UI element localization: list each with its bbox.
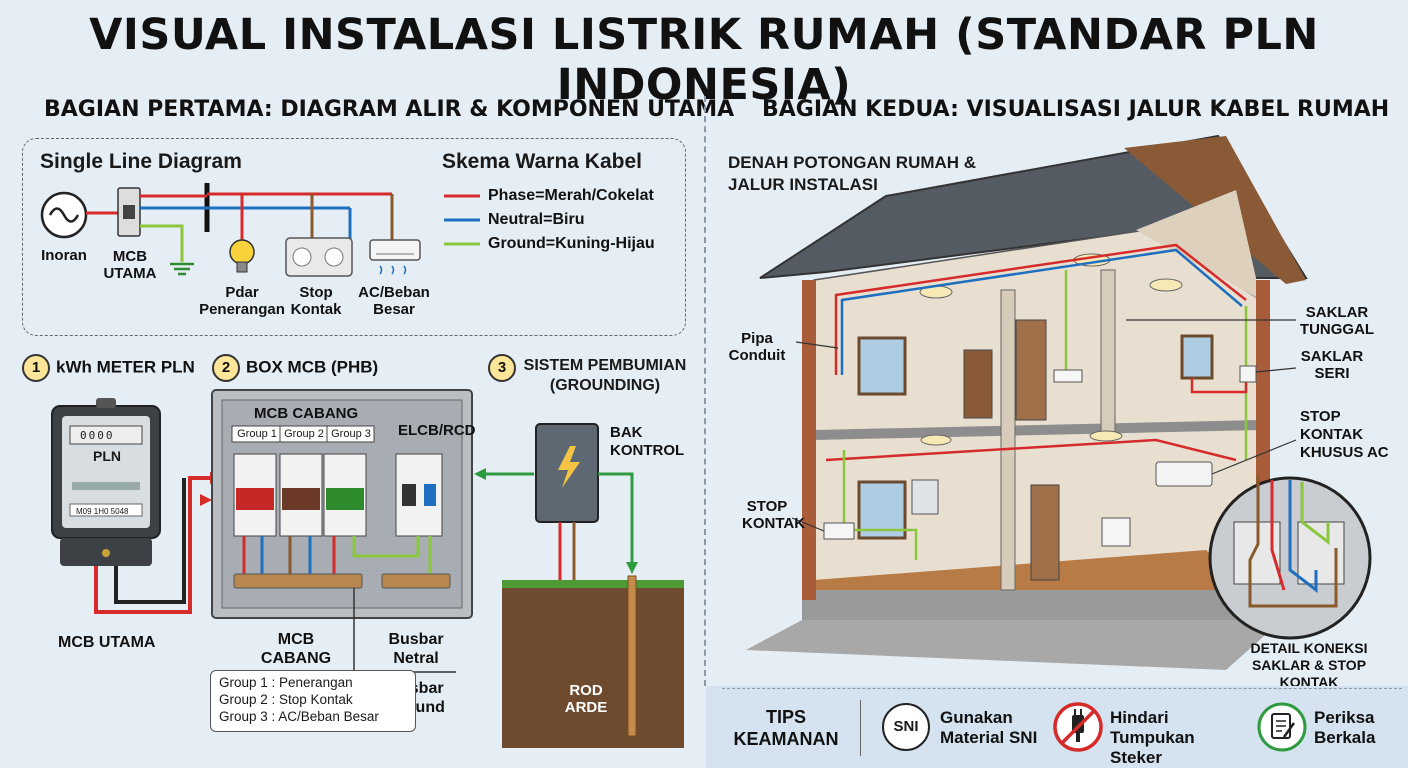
- breaker-group2: [279, 453, 323, 537]
- lamp-icon: [229, 239, 255, 273]
- mcb-utama-bottom-label: MCB UTAMA: [58, 634, 156, 651]
- tips-divider: [722, 688, 1402, 689]
- legend-ground: Ground=Kuning-Hijau: [488, 235, 655, 252]
- tips-title: TIPS KEAMANAN: [733, 707, 839, 749]
- saklar-tunggal-label: SAKLAR TUNGGAL: [1299, 304, 1375, 338]
- group-legend-3: Group 3 : AC/Beban Besar: [219, 709, 379, 724]
- section-kwh-meter: 1 kWh METER PLN: [22, 354, 195, 382]
- group-legend-2: Group 2 : Stop Kontak: [219, 692, 353, 707]
- inoran-label: Inoran: [41, 247, 87, 264]
- busbar-netral-label: Busbar Netral: [388, 631, 444, 667]
- sld-title: Single Line Diagram: [40, 150, 242, 173]
- meter-serial: M09 1H0 5048: [76, 507, 129, 516]
- section-number: 3: [488, 354, 516, 382]
- meter-digits: 0000: [80, 429, 115, 442]
- tip-steker: Hindari Tumpukan Steker: [1110, 708, 1195, 767]
- meter-brand: PLN: [93, 448, 121, 464]
- single-line-diagram-panel: [22, 138, 686, 336]
- stop-kontak-house-label: STOP KONTAK: [742, 498, 806, 532]
- section-grounding: 3: [488, 354, 522, 382]
- detail-koneksi-label: DETAIL KONEKSI SAKLAR & STOP KONTAK: [1250, 640, 1368, 690]
- section-box-mcb: 2 BOX MCB (PHB): [212, 354, 378, 382]
- group-legend-1: Group 1 : Penerangan: [219, 675, 353, 690]
- mcb-utama-icon: [117, 187, 141, 237]
- stop-kontak-label: Stop Kontak: [290, 284, 342, 318]
- section-box-label: BOX MCB (PHB): [246, 357, 379, 377]
- socket-icon: [285, 237, 353, 277]
- pipa-conduit-label: Pipa Conduit: [728, 330, 786, 364]
- tips-separator: [860, 700, 861, 756]
- group1-tag: Group 1: [237, 428, 277, 440]
- control-box-icon: [535, 423, 599, 523]
- denah-title: DENAH POTONGAN RUMAH & JALUR INSTALASI: [728, 153, 977, 194]
- elcb-breaker: [395, 453, 443, 537]
- page-title: VISUAL INSTALASI LISTRIK RUMAH (STANDAR …: [89, 10, 1319, 110]
- group-legend-box: Group 1 : Penerangan Group 2 : Stop Kont…: [210, 670, 416, 732]
- elcb-label: ELCB/RCD: [398, 422, 476, 439]
- sld-drawing: [40, 183, 480, 277]
- breaker-group3: [323, 453, 367, 537]
- rod-arde-label: ROD ARDE: [564, 682, 608, 716]
- mcb-cabang-label: MCB CABANG: [260, 631, 332, 667]
- kwh-meter-icon: [51, 398, 161, 566]
- component-drawings: [51, 389, 684, 748]
- saklar-seri-label: SAKLAR SERI: [1300, 348, 1364, 382]
- no-plug-icon: [1053, 702, 1103, 752]
- legend-phase: Phase=Merah/Cokelat: [488, 187, 654, 204]
- part2-heading: BAGIAN KEDUA: VISUALISASI JALUR KABEL RU…: [762, 97, 1390, 122]
- section-number: 2: [212, 354, 240, 382]
- sni-icon: SNI: [882, 703, 930, 751]
- detail-circle: [1208, 476, 1372, 640]
- group3-tag: Group 3: [331, 428, 371, 440]
- section-kwh-label: kWh METER PLN: [56, 357, 195, 377]
- ground-symbol-icon: [170, 262, 194, 276]
- mcb-cabang-box-label: MCB CABANG: [254, 405, 359, 422]
- bak-kontrol-label: BAK KONTROL: [610, 424, 685, 459]
- part1-heading: BAGIAN PERTAMA: DIAGRAM ALIR & KOMPONEN …: [44, 97, 735, 122]
- section-divider: [704, 96, 706, 686]
- ac-label: AC/Beban Besar: [358, 284, 430, 318]
- penerangan-label: Penerangan: [199, 301, 285, 318]
- generator-icon: [40, 191, 88, 239]
- checklist-icon: [1257, 702, 1307, 752]
- ac-unit-icon: [369, 239, 421, 275]
- house-cutaway: [746, 134, 1372, 670]
- tip-periksa: Periksa Berkala: [1314, 708, 1376, 747]
- stop-kontak-ac-label: STOP KONTAK KHUSUS AC: [1300, 408, 1389, 461]
- cable-color-title: Skema Warna Kabel: [442, 150, 642, 173]
- section-number: 1: [22, 354, 50, 382]
- pdar-label: Pdar: [225, 284, 259, 301]
- breaker-group1: [233, 453, 277, 537]
- tip-sni: Gunakan Material SNI: [940, 708, 1038, 747]
- section-grounding-label: SISTEM PEMBUMIAN (GROUNDING): [523, 357, 687, 394]
- legend-neutral: Neutral=Biru: [488, 211, 585, 228]
- mcb-utama-label: MCB UTAMA: [103, 248, 157, 282]
- group2-tag: Group 2: [284, 428, 324, 440]
